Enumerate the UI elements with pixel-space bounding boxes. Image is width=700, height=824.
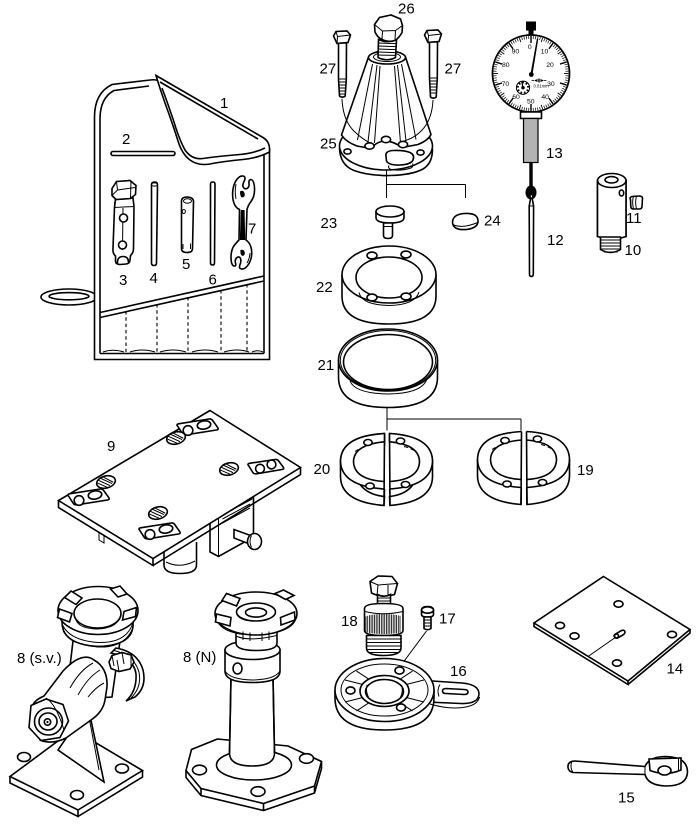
svg-text:25: 25 bbox=[320, 136, 337, 153]
svg-text:0.01mm: 0.01mm bbox=[534, 84, 550, 89]
svg-text:23: 23 bbox=[321, 215, 338, 232]
svg-text:16: 16 bbox=[450, 663, 467, 680]
svg-text:19: 19 bbox=[577, 462, 594, 479]
svg-text:4: 4 bbox=[150, 270, 158, 287]
svg-text:7: 7 bbox=[248, 221, 256, 238]
svg-text:10: 10 bbox=[541, 49, 549, 56]
svg-text:27: 27 bbox=[445, 61, 462, 78]
svg-text:14: 14 bbox=[667, 661, 684, 678]
svg-text:26: 26 bbox=[398, 1, 415, 18]
svg-text:30: 30 bbox=[547, 81, 555, 88]
svg-text:11: 11 bbox=[626, 210, 642, 227]
svg-text:24: 24 bbox=[484, 213, 501, 230]
svg-text:15: 15 bbox=[618, 790, 635, 807]
svg-text:40: 40 bbox=[541, 94, 549, 101]
svg-text:21: 21 bbox=[318, 357, 335, 374]
svg-text:80: 80 bbox=[502, 62, 510, 69]
svg-text:8 (N): 8 (N) bbox=[183, 649, 216, 666]
svg-text:6: 6 bbox=[209, 272, 217, 289]
svg-text:1: 1 bbox=[220, 95, 228, 112]
svg-text:18: 18 bbox=[341, 613, 358, 630]
svg-text:50: 50 bbox=[527, 99, 535, 106]
svg-text:20: 20 bbox=[546, 62, 554, 69]
svg-text:60: 60 bbox=[512, 94, 520, 101]
svg-text:2: 2 bbox=[122, 131, 130, 148]
svg-text:3: 3 bbox=[119, 272, 127, 289]
svg-text:70: 70 bbox=[502, 81, 510, 88]
svg-text:27: 27 bbox=[320, 61, 337, 78]
svg-text:90: 90 bbox=[512, 49, 520, 56]
svg-text:9: 9 bbox=[107, 438, 115, 455]
svg-text:10: 10 bbox=[625, 242, 642, 259]
svg-text:17: 17 bbox=[439, 611, 456, 628]
svg-text:22: 22 bbox=[316, 279, 333, 296]
svg-text:13: 13 bbox=[546, 145, 563, 162]
svg-text:0: 0 bbox=[528, 44, 532, 51]
svg-text:20: 20 bbox=[314, 461, 331, 478]
svg-text:8 (s.v.): 8 (s.v.) bbox=[17, 650, 62, 667]
svg-text:12: 12 bbox=[547, 232, 564, 249]
svg-text:5: 5 bbox=[182, 256, 190, 273]
